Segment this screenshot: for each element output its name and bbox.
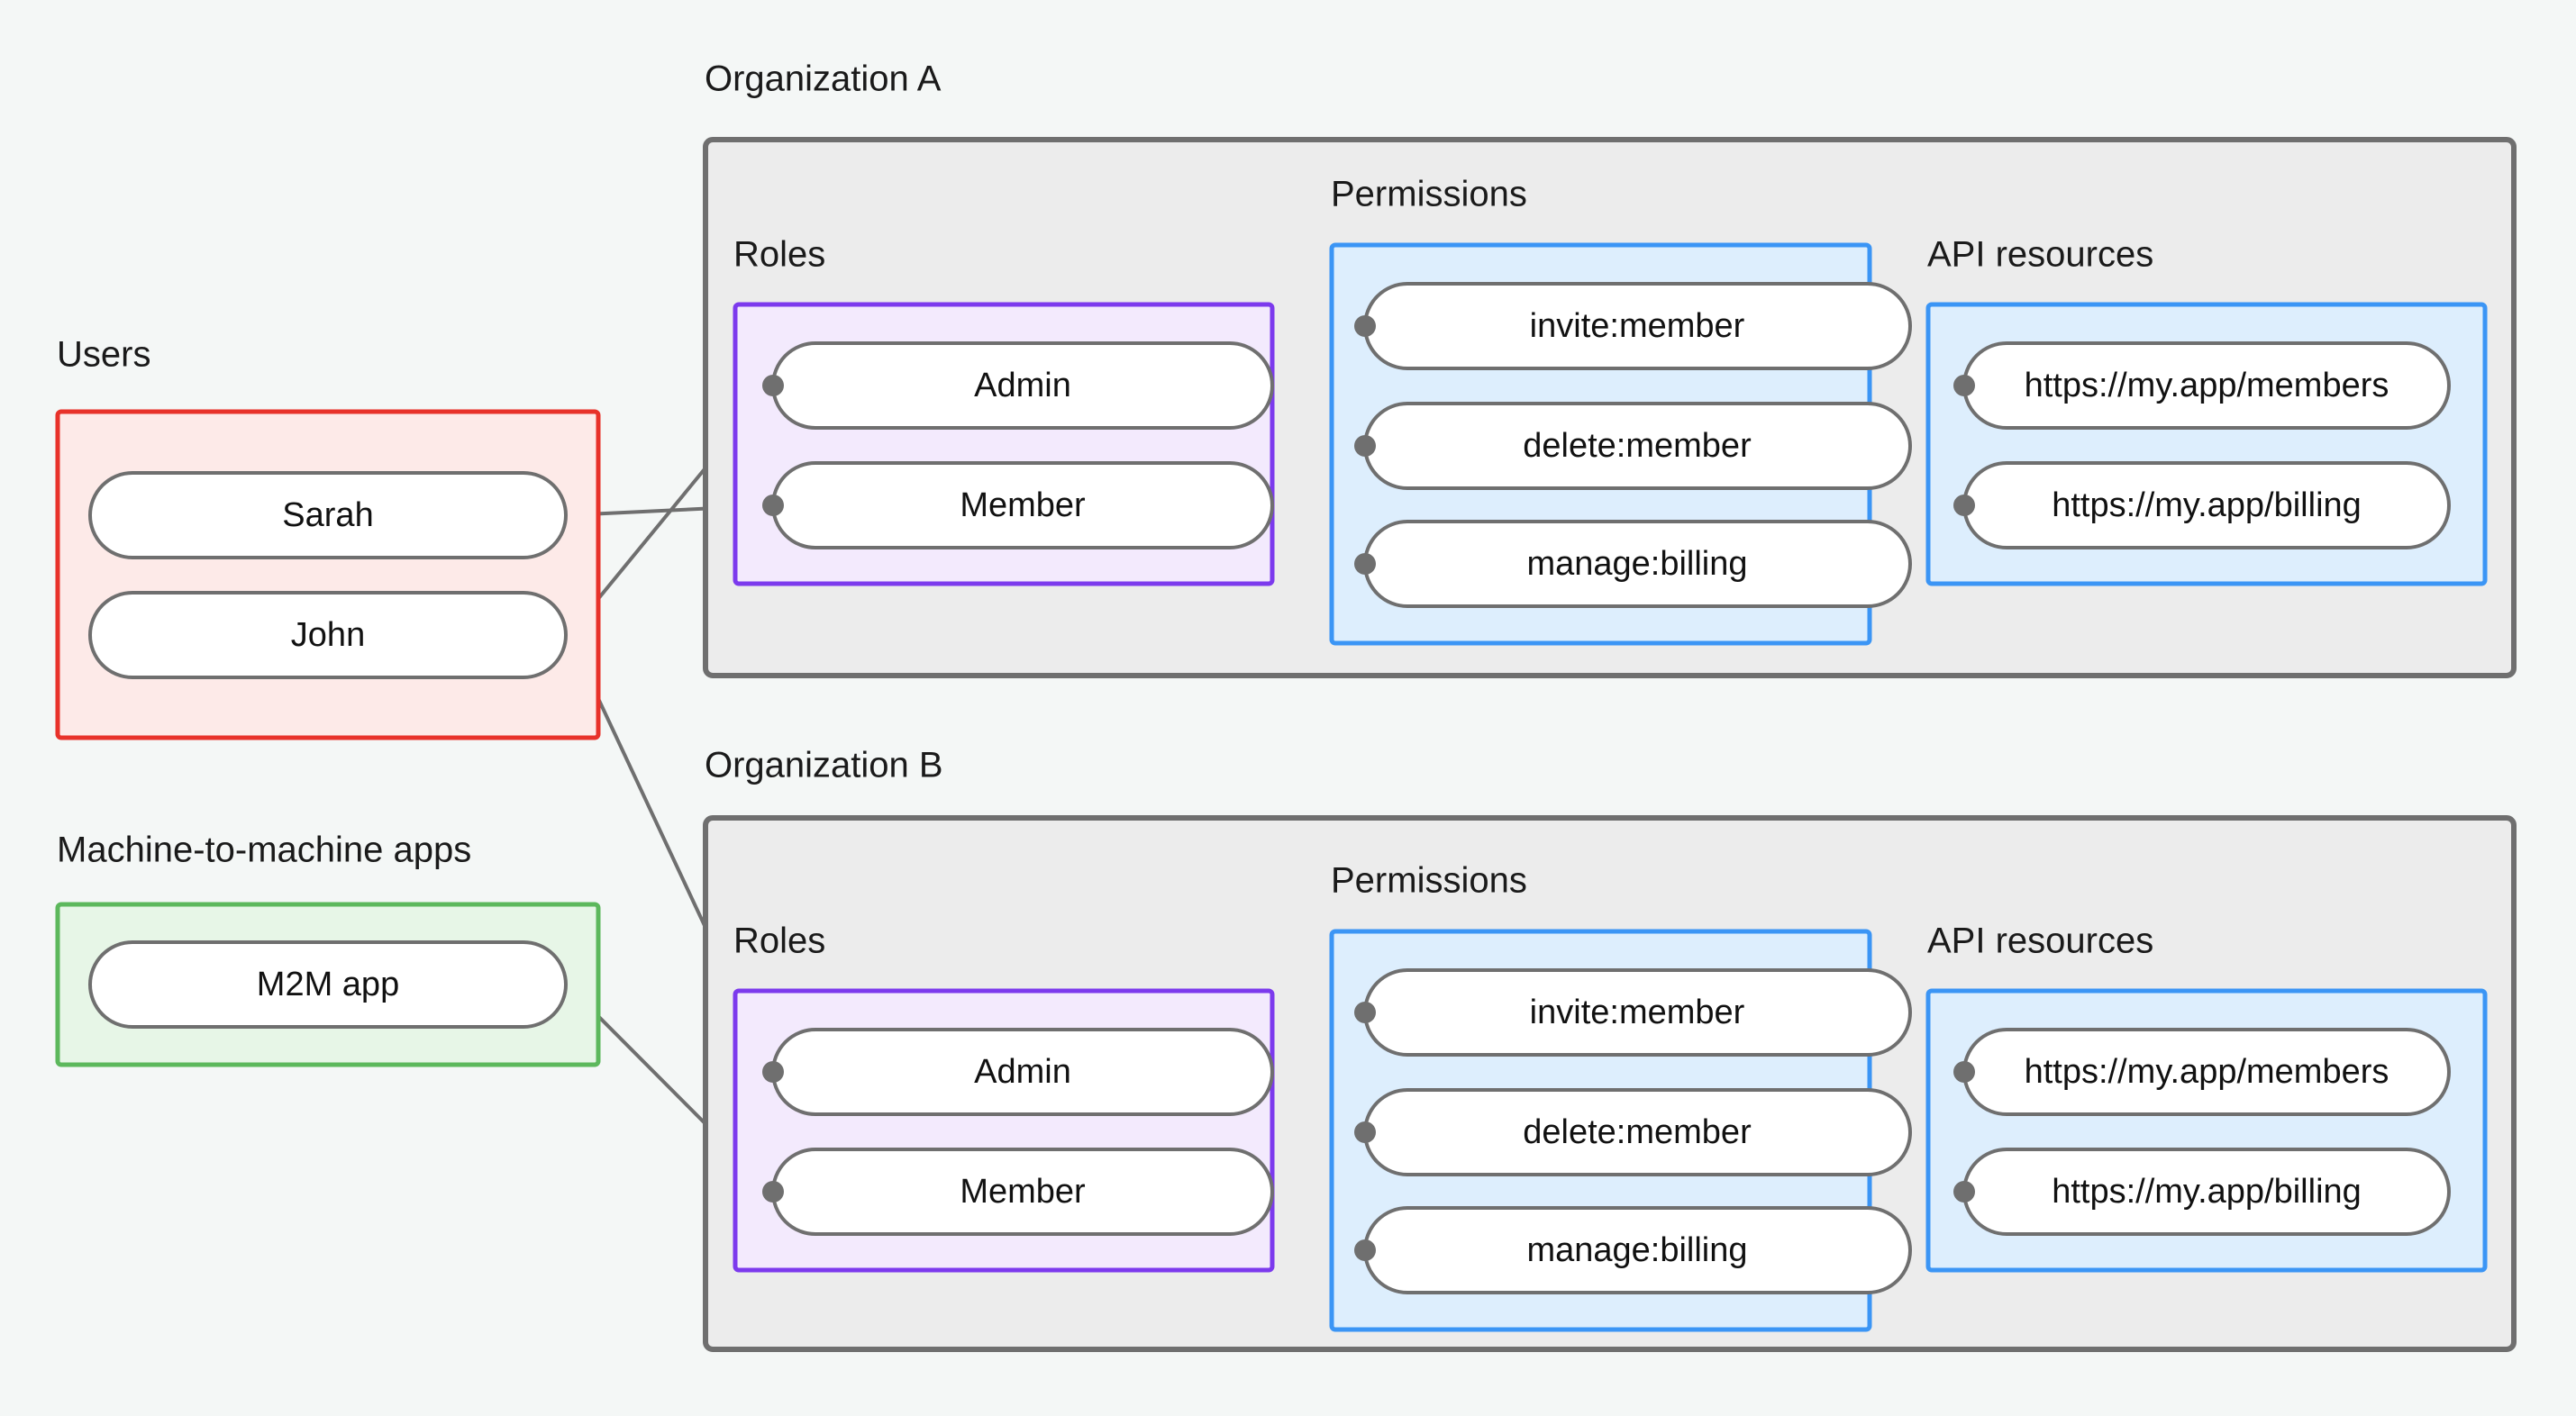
endpoint-dot (1354, 1121, 1376, 1143)
m2m-app-label: M2M app (257, 966, 399, 1003)
org-b-title: Organization B (705, 746, 943, 785)
users-title: Users (57, 335, 150, 375)
org-a-permission-manage-billing-label: manage:billing (1526, 545, 1747, 583)
user-john[interactable]: John (88, 591, 568, 679)
endpoint-dot (1354, 1002, 1376, 1023)
org-b-api-billing[interactable]: https://my.app/billing (1962, 1148, 2451, 1236)
pill-shape (88, 471, 568, 559)
org-a-permission-invite-member[interactable]: invite:member (1363, 282, 1912, 370)
endpoint-dot (1953, 495, 1975, 516)
org-a-role-admin-label: Admin (974, 367, 1071, 404)
endpoint-dot (762, 375, 784, 396)
org-a-roles-title: Roles (733, 235, 825, 275)
org-b-role-member[interactable]: Member (771, 1148, 1274, 1236)
org-b-api-members[interactable]: https://my.app/members (1962, 1028, 2451, 1116)
org-a-api-title: API resources (1927, 235, 2153, 275)
endpoint-dot (762, 1181, 784, 1203)
endpoint-dot (1354, 553, 1376, 575)
endpoint-dot (1953, 1181, 1975, 1203)
org-a-permission-invite-member-label: invite:member (1530, 307, 1745, 345)
org-a-title: Organization A (705, 59, 942, 99)
org-b-permission-delete-member[interactable]: delete:member (1363, 1088, 1912, 1176)
endpoint-dot (1354, 315, 1376, 337)
org-b-permission-manage-billing-label: manage:billing (1526, 1231, 1747, 1269)
m2m-app[interactable]: M2M app (88, 940, 568, 1029)
org-a-role-member[interactable]: Member (771, 461, 1274, 549)
pill-shape (88, 591, 568, 679)
org-b-permissions-title: Permissions (1331, 861, 1527, 901)
org-b-permission-delete-member-label: delete:member (1523, 1113, 1752, 1151)
org-b-roles-title: Roles (733, 921, 825, 961)
m2m-title: Machine-to-machine apps (57, 831, 471, 870)
endpoint-dot (762, 495, 784, 516)
endpoint-dot (1953, 1061, 1975, 1083)
org-a-permission-delete-member-label: delete:member (1523, 427, 1752, 465)
org-a-role-member-label: Member (960, 486, 1086, 524)
org-a-permission-manage-billing[interactable]: manage:billing (1363, 520, 1912, 608)
org-a-api-members-label: https://my.app/members (2025, 367, 2389, 404)
org-b-permission-invite-member-label: invite:member (1530, 994, 1745, 1031)
org-b-permission-manage-billing[interactable]: manage:billing (1363, 1206, 1912, 1294)
pill-shape (88, 940, 568, 1029)
org-b-api-billing-label: https://my.app/billing (2052, 1173, 2362, 1211)
users-box (55, 409, 601, 740)
user-sarah-label: Sarah (282, 496, 373, 534)
org-a-api-members[interactable]: https://my.app/members (1962, 341, 2451, 430)
endpoint-dot (1354, 435, 1376, 457)
user-john-label: John (291, 616, 365, 654)
endpoint-dot (1354, 1239, 1376, 1261)
user-sarah[interactable]: Sarah (88, 471, 568, 559)
org-a-permission-delete-member[interactable]: delete:member (1363, 402, 1912, 490)
org-b-api-members-label: https://my.app/members (2025, 1053, 2389, 1091)
endpoint-dot (1953, 375, 1975, 396)
endpoint-dot (762, 1061, 784, 1083)
edge-endpoints (762, 315, 1975, 1261)
org-a-permissions-title: Permissions (1331, 175, 1527, 214)
org-b-role-admin[interactable]: Admin (771, 1028, 1274, 1116)
org-a-api-billing[interactable]: https://my.app/billing (1962, 461, 2451, 549)
org-b-role-admin-label: Admin (974, 1053, 1071, 1091)
org-b-role-member-label: Member (960, 1173, 1086, 1211)
org-a-role-admin[interactable]: Admin (771, 341, 1274, 430)
org-b-permission-invite-member[interactable]: invite:member (1363, 968, 1912, 1057)
org-a-api-billing-label: https://my.app/billing (2052, 486, 2362, 524)
org-b-api-title: API resources (1927, 921, 2153, 961)
